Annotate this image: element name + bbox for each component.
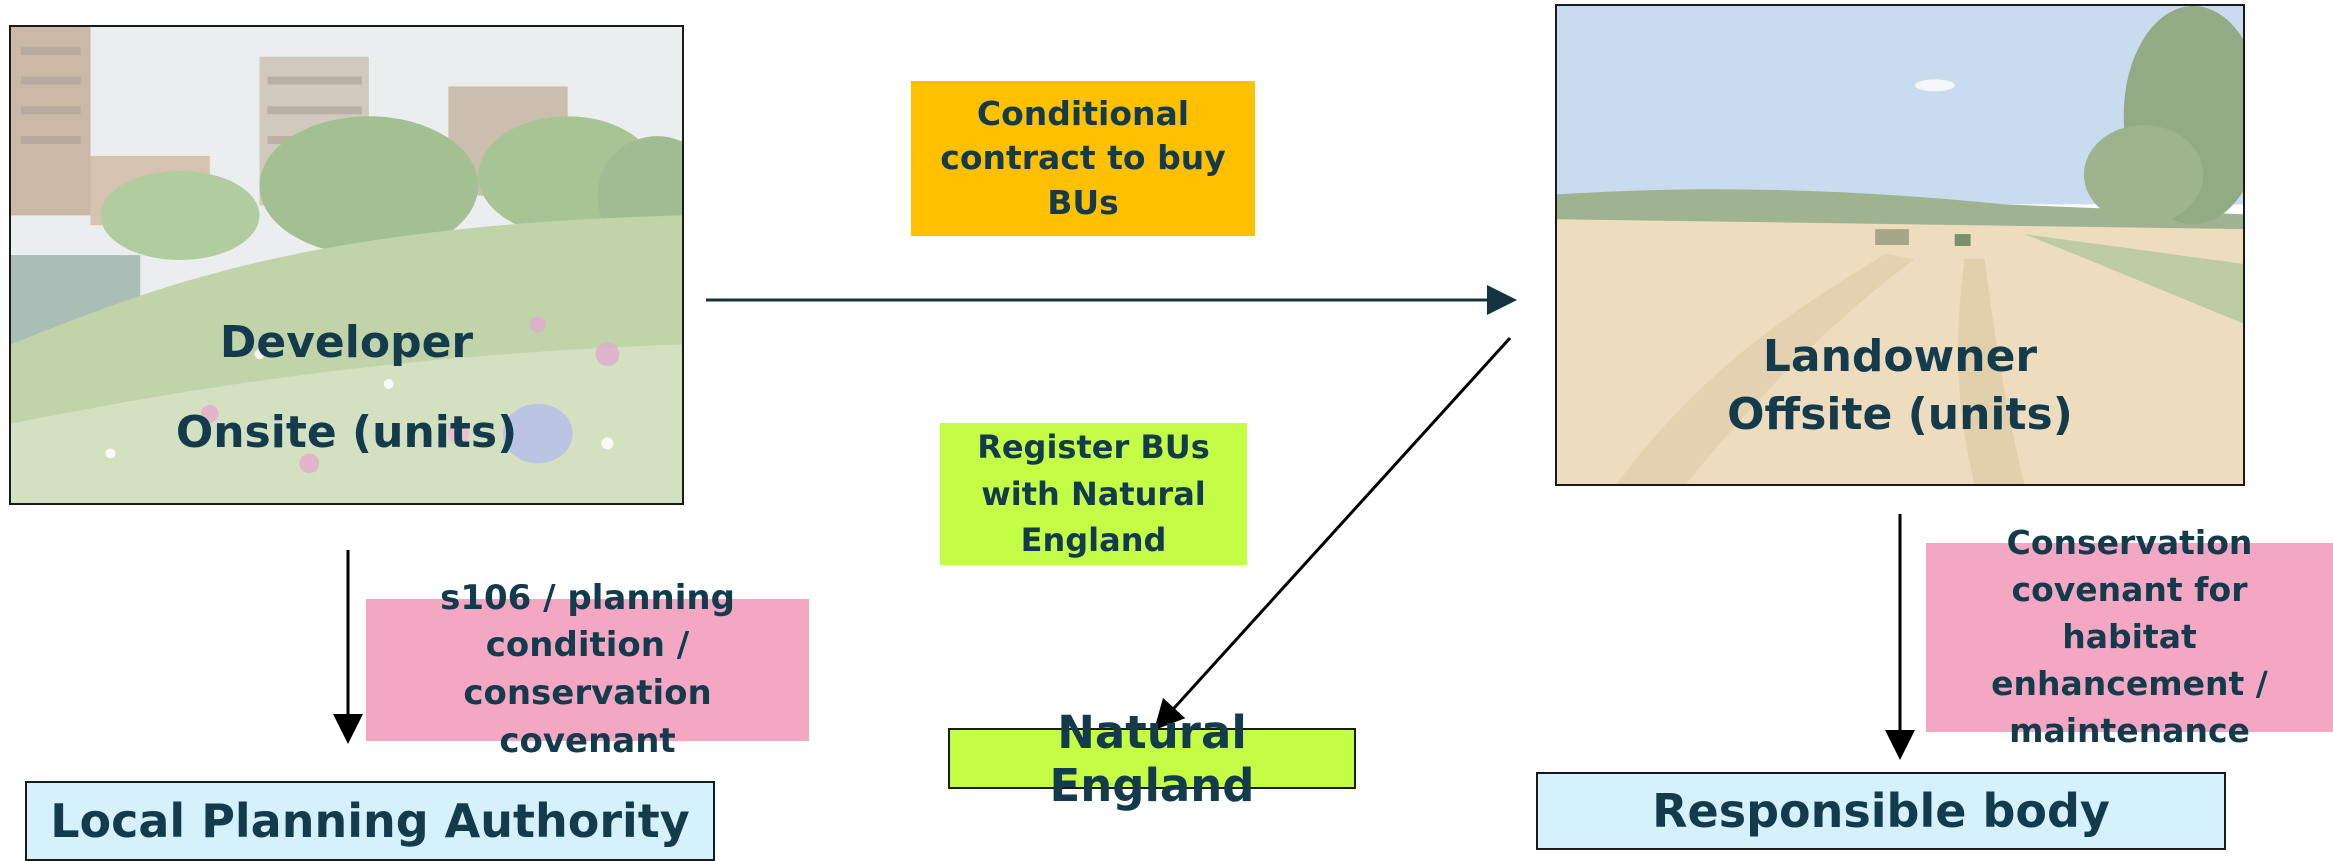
register-bus-label: Register BUs with Natural England <box>977 428 1210 560</box>
local-planning-authority-label: Local Planning Authority <box>50 794 690 848</box>
developer-label-line1: Developer <box>219 317 474 368</box>
developer-photo <box>11 27 682 503</box>
natural-england-label: Natural England <box>1049 705 1255 812</box>
responsible-body-label: Responsible body <box>1652 784 2110 838</box>
natural-england-box: Natural England <box>948 706 1356 812</box>
landowner-photo <box>1557 6 2243 484</box>
planning-condition-label: s106 / planning condition / conservation… <box>440 577 735 761</box>
landowner-label-line2: Offsite (units) <box>1727 389 2073 440</box>
conservation-covenant-box: Conservation covenant for habitat enhanc… <box>1926 523 2333 750</box>
developer-photo-panel: Developer Onsite (units) <box>9 25 684 505</box>
responsible-body-box: Responsible body <box>1536 772 2226 850</box>
local-planning-authority-box: Local Planning Authority <box>25 781 715 861</box>
conditional-contract-label: Conditional contract to buy BUs <box>940 93 1226 222</box>
planning-condition-box: s106 / planning condition / conservation… <box>366 578 809 761</box>
conditional-contract-box: Conditional contract to buy BUs <box>911 81 1255 236</box>
developer-label-line2: Onsite (units) <box>175 407 518 458</box>
conservation-covenant-label: Conservation covenant for habitat enhanc… <box>1991 523 2268 750</box>
landowner-photo-panel: Landowner Offsite (units) <box>1555 4 2245 486</box>
register-bus-box: Register BUs with Natural England <box>940 423 1247 565</box>
landowner-label-line1: Landowner <box>1762 331 2038 382</box>
